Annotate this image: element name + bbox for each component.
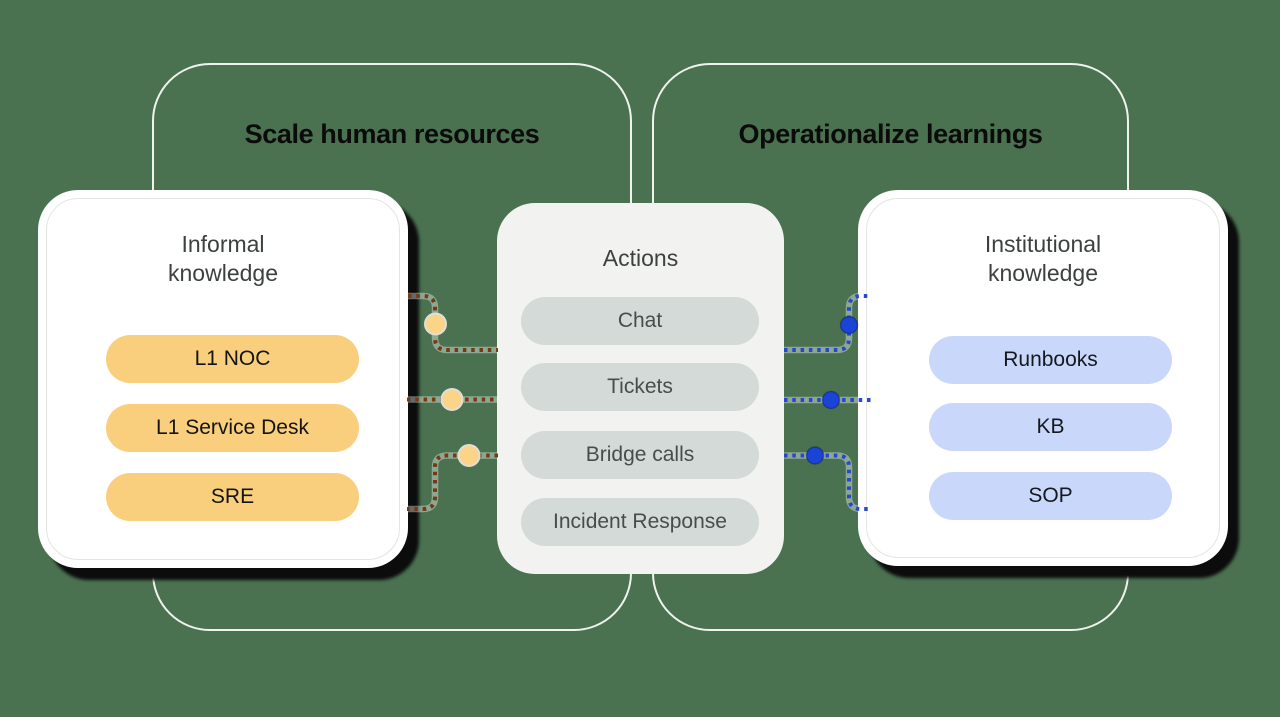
item-sop: SOP xyxy=(929,472,1172,520)
item-sre: SRE xyxy=(106,473,359,521)
panel-title-informal-knowledge: Informal knowledge xyxy=(168,231,278,286)
panel-actions: Actions Chat Tickets Bridge calls Incide… xyxy=(497,203,784,574)
item-tickets: Tickets xyxy=(521,363,759,411)
group-title-operationalize-learnings: Operationalize learnings xyxy=(738,119,1043,149)
item-incident-response: Incident Response xyxy=(521,498,759,546)
panel-title-actions: Actions xyxy=(602,245,679,271)
item-l1-noc: L1 NOC xyxy=(106,335,359,383)
panel-institutional-knowledge: Institutional knowledge Runbooks KB SOP xyxy=(858,190,1228,566)
item-kb: KB xyxy=(929,403,1172,451)
item-l1-service-desk: L1 Service Desk xyxy=(106,404,359,452)
panel-informal-knowledge: Informal knowledge L1 NOC L1 Service Des… xyxy=(38,190,408,568)
item-runbooks: Runbooks xyxy=(929,336,1172,384)
item-chat: Chat xyxy=(521,297,759,345)
panel-title-institutional-knowledge: Institutional knowledge xyxy=(984,231,1102,286)
item-bridge-calls: Bridge calls xyxy=(521,431,759,479)
group-title-scale-human-resources: Scale human resources xyxy=(244,119,540,149)
